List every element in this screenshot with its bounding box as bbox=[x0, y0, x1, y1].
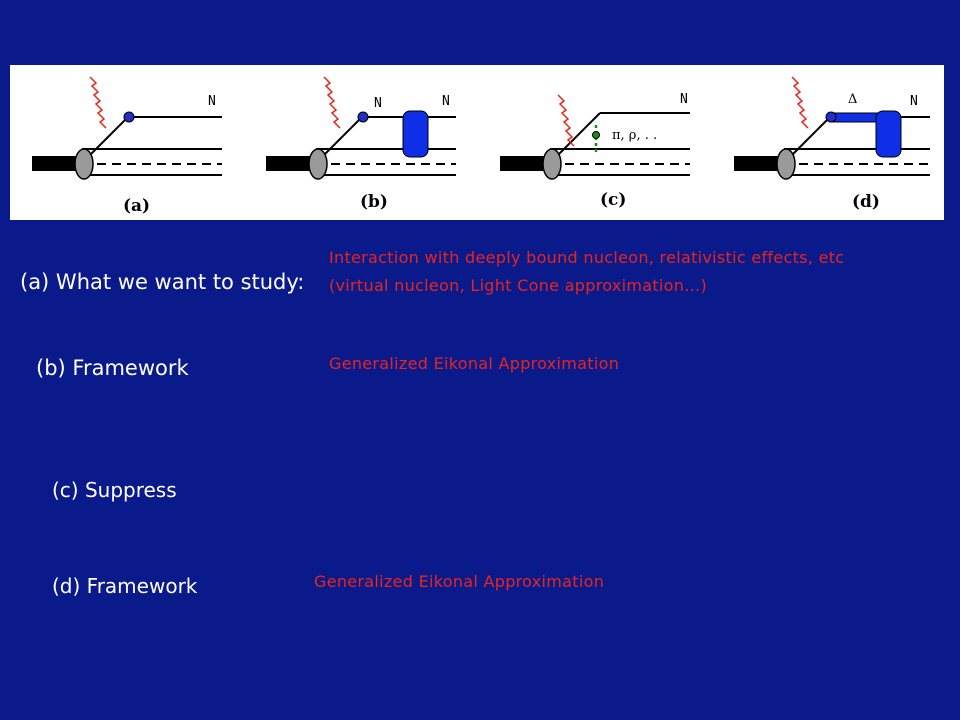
note-line: (virtual nucleon, Light Cone approximati… bbox=[329, 276, 708, 295]
diagram-caption: (a) bbox=[123, 196, 150, 216]
note-line: Interaction with deeply bound nucleon, r… bbox=[329, 248, 845, 267]
diagram-b: N N (b) bbox=[266, 76, 456, 212]
row-label-d: (d) Framework bbox=[52, 574, 198, 598]
exchange-blob bbox=[875, 110, 902, 158]
particle-label: N bbox=[374, 96, 382, 111]
vertex-dot bbox=[123, 111, 135, 123]
photon-line bbox=[89, 76, 107, 129]
meson-label: π, ρ, . . bbox=[612, 128, 657, 143]
vertex-dot bbox=[592, 131, 600, 139]
diagram-caption: (b) bbox=[360, 192, 388, 212]
note-b: Generalized Eikonal Approximation bbox=[329, 350, 619, 378]
particle-label: N bbox=[910, 94, 918, 109]
row-label-c: (c) Suppress bbox=[52, 478, 177, 502]
particle-label: N bbox=[442, 94, 450, 109]
diagram-caption: (d) bbox=[852, 192, 880, 212]
delta-propagator bbox=[829, 112, 881, 123]
photon-line bbox=[557, 94, 575, 147]
diagram-c: N π, ρ, . . (c) bbox=[500, 92, 690, 210]
nucleus-blob bbox=[542, 148, 562, 180]
particle-label: N bbox=[680, 92, 688, 107]
note-line: Generalized Eikonal Approximation bbox=[314, 572, 605, 591]
vertex-dot bbox=[357, 111, 369, 123]
photon-line bbox=[323, 76, 341, 129]
row-label-a: (a) What we want to study: bbox=[20, 270, 305, 294]
row-label-b: (b) Framework bbox=[36, 356, 189, 380]
nucleus-blob bbox=[74, 148, 94, 180]
particle-label: Δ bbox=[848, 92, 857, 107]
particle-label: N bbox=[208, 94, 216, 109]
note-a: Interaction with deeply bound nucleon, r… bbox=[329, 244, 844, 300]
nucleus-blob bbox=[308, 148, 328, 180]
exchange-blob bbox=[402, 110, 429, 158]
diagram-a: N (a) bbox=[32, 76, 222, 216]
vertex-dot bbox=[825, 111, 837, 123]
diagram-caption: (c) bbox=[600, 190, 626, 210]
note-line: Generalized Eikonal Approximation bbox=[329, 354, 620, 373]
nucleus-blob bbox=[776, 148, 796, 180]
note-d: Generalized Eikonal Approximation bbox=[314, 568, 604, 596]
diagram-d: Δ N (d) bbox=[734, 76, 930, 212]
feynman-diagram-panel: N (a) N N (b) N π, ρ, . . (c) bbox=[10, 65, 944, 220]
photon-line bbox=[791, 76, 809, 129]
